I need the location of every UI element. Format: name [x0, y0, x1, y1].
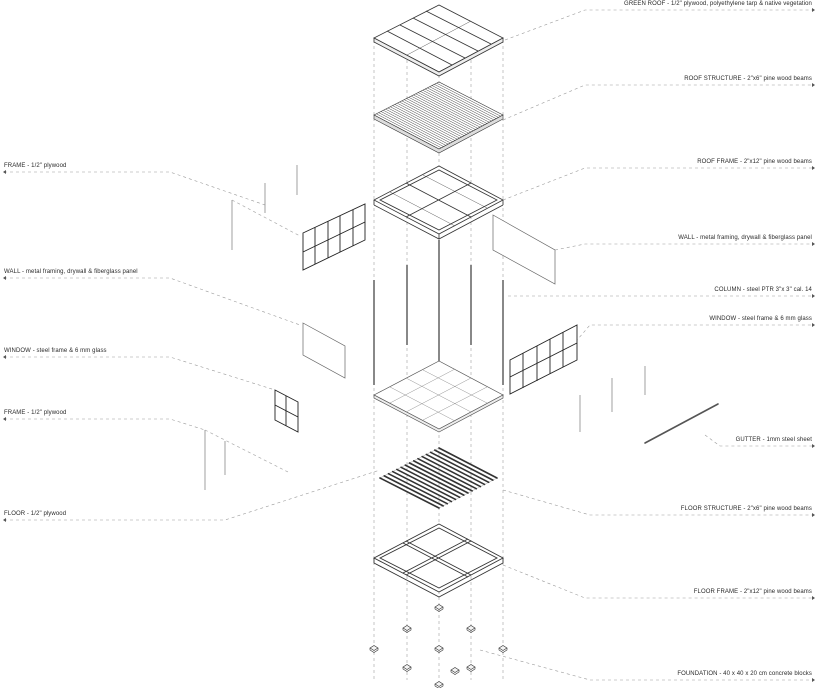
roof-beam — [415, 93, 481, 128]
label-wall-left: WALL - metal framing, drywall & fibergla… — [4, 269, 138, 275]
label-frame-bottom-left: FRAME - 1/2" plywood — [4, 410, 67, 416]
green-roof-layer — [373, 4, 504, 77]
foundation-block — [369, 645, 379, 651]
right-window — [509, 324, 578, 395]
left-frame-bottom — [204, 429, 291, 490]
roof-beam — [380, 111, 446, 146]
floor-beam — [421, 455, 482, 488]
foundation-block — [466, 664, 476, 670]
leader-lines-left — [4, 171, 381, 521]
foundation-block — [434, 604, 444, 610]
foundation-block — [466, 625, 476, 631]
floor-plywood-layer — [373, 360, 504, 433]
roof-beam — [436, 82, 501, 117]
foundation-block-side — [498, 648, 508, 653]
label-green-roof: GREEN ROOF - 1/2" plywood, polyethylene … — [624, 1, 812, 7]
right-wall-panel — [492, 214, 556, 285]
label-floor-left: FLOOR - 1/2" plywood — [4, 511, 67, 517]
roof-beam — [376, 113, 442, 149]
roof-beam — [413, 94, 478, 129]
floor-beam — [433, 449, 494, 481]
floor-beam — [400, 466, 461, 499]
floor-beam — [379, 477, 440, 509]
roof-beam — [390, 106, 456, 141]
foundation-block — [402, 625, 412, 631]
left-window-upper — [302, 203, 366, 271]
label-gutter: GUTTER - 1mm steel sheet — [735, 437, 812, 443]
roof-beam — [397, 102, 462, 138]
roof-beam — [378, 112, 444, 147]
floor-beam — [412, 460, 473, 492]
foundation-block-side — [466, 667, 476, 672]
foundation-block-side — [402, 667, 412, 672]
foundation-block — [402, 664, 412, 670]
floor-beam — [408, 462, 469, 494]
foundation-block-side — [466, 628, 476, 633]
roof-beam — [434, 84, 499, 118]
label-window-right: WINDOW - steel frame & 6 mm glass — [709, 316, 812, 322]
roof-beam — [385, 108, 451, 144]
floor-beam — [417, 457, 478, 490]
roof-beam — [404, 99, 469, 134]
left-wall-panel — [302, 322, 346, 379]
label-floor-frame: FLOOR FRAME - 2"x12" pine wood beams — [693, 589, 812, 595]
label-window-left: WINDOW - steel frame & 6 mm glass — [4, 348, 107, 354]
roof-structure-layer — [373, 81, 504, 154]
foundation-block-side — [434, 607, 444, 612]
foundation-block-side — [434, 684, 444, 688]
roof-beam — [411, 95, 476, 130]
roof-beams — [376, 82, 501, 149]
roof-beam — [429, 86, 494, 121]
roof-beam — [392, 105, 458, 140]
roof-beam — [387, 107, 453, 142]
floor-beam — [404, 464, 465, 496]
floor-beam — [383, 475, 444, 507]
roof-beam — [427, 87, 492, 122]
columns — [373, 240, 504, 385]
roof-beam — [408, 97, 474, 132]
roof-beam — [420, 91, 485, 125]
floor-beam — [425, 453, 486, 486]
label-column: COLUMN - steel PTR 3"x 3" cal. 14 — [714, 287, 812, 293]
label-frame-top-left: FRAME - 1/2" plywood — [4, 163, 67, 169]
foundation-block-side — [369, 648, 379, 653]
floor-frame-layer — [373, 523, 504, 598]
foundation-block — [498, 645, 508, 651]
floor-beam — [391, 470, 453, 503]
floor-beam — [387, 472, 449, 505]
roof-beam — [401, 100, 467, 135]
floor-beam — [396, 468, 457, 501]
leader-lines-right — [479, 9, 812, 681]
right-frame — [579, 366, 646, 432]
foundation-block — [434, 681, 444, 687]
floor-beams — [379, 447, 498, 509]
roof-beam — [399, 101, 465, 136]
label-wall-right: WALL - metal framing, drywall & fibergla… — [678, 235, 812, 241]
foundation-block-side — [402, 628, 412, 633]
roof-beam — [417, 92, 483, 127]
roof-beam — [431, 85, 497, 119]
label-foundation: FOUNDATION - 40 x 40 x 20 cm concrete bl… — [677, 671, 812, 677]
foundation-block-side — [434, 648, 444, 653]
floor-beam — [438, 447, 498, 479]
foundation-block-side — [450, 670, 460, 675]
foundation-block — [434, 645, 444, 651]
floor-beam — [429, 451, 490, 484]
foundation-blocks — [369, 604, 508, 688]
left-window-lower — [274, 389, 299, 433]
left-frame-top — [231, 165, 301, 250]
foundation-block — [450, 667, 460, 673]
label-roof-structure: ROOF STRUCTURE - 2"x6" pine wood beams — [684, 76, 812, 82]
label-floor-structure: FLOOR STRUCTURE - 2"x6" pine wood beams — [680, 506, 812, 512]
leader-arrowheads — [3, 8, 815, 682]
roof-beam — [394, 104, 460, 139]
roof-beam — [422, 90, 488, 124]
gutter — [644, 403, 719, 444]
roof-frame-layer — [373, 165, 504, 240]
roof-beam — [383, 110, 449, 145]
label-roof-frame: ROOF FRAME - 2"x12" pine wood beams — [697, 159, 812, 165]
roof-beam — [406, 98, 472, 133]
roof-beam — [424, 88, 490, 123]
